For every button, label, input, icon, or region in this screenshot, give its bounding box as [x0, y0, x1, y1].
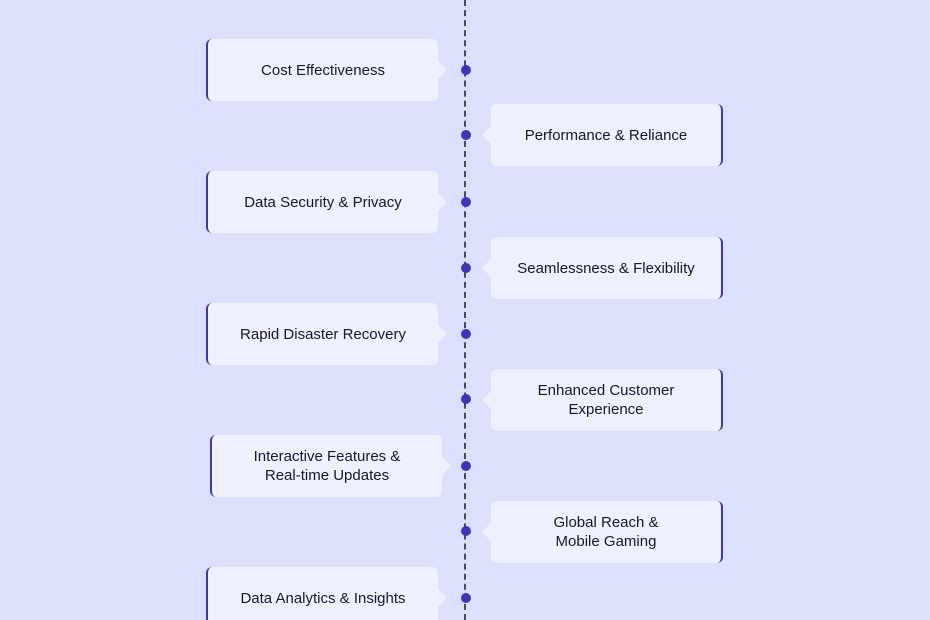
timeline-card-label: Cost Effectiveness — [261, 61, 385, 79]
timeline-card-label: Rapid Disaster Recovery — [240, 325, 406, 343]
timeline-dot-2 — [461, 130, 471, 140]
timeline-dot-8 — [461, 526, 471, 536]
timeline-card-5: Rapid Disaster Recovery — [206, 303, 447, 365]
timeline-card-label: Performance & Reliance — [524, 126, 688, 144]
timeline-dot-3 — [461, 197, 471, 207]
timeline-dot-9 — [461, 593, 471, 603]
timeline-card-3: Data Security & Privacy — [206, 171, 447, 233]
timeline-dot-1 — [461, 65, 471, 75]
timeline-card-label: Data Analytics & Insights — [240, 589, 406, 607]
timeline-dot-5 — [461, 329, 471, 339]
timeline-dot-6 — [461, 394, 471, 404]
timeline-card-8: Global Reach & Mobile Gaming — [482, 501, 723, 563]
timeline-card-7: Interactive Features & Real-time Updates — [210, 435, 451, 497]
timeline-card-4: Seamlessness & Flexibility — [482, 237, 723, 299]
timeline-card-label: Global Reach & Mobile Gaming — [553, 514, 659, 550]
timeline-axis — [464, 0, 466, 620]
timeline-card-label: Seamlessness & Flexibility — [517, 259, 695, 277]
timeline-card-6: Enhanced Customer Experience — [482, 369, 723, 431]
timeline-dot-4 — [461, 263, 471, 273]
timeline-card-label: Enhanced Customer Experience — [537, 382, 675, 418]
timeline-card-2: Performance & Reliance — [482, 104, 723, 166]
timeline-card-9: Data Analytics & Insights — [206, 567, 447, 620]
timeline-card-label: Interactive Features & Real-time Updates — [253, 448, 401, 484]
timeline-card-1: Cost Effectiveness — [206, 39, 447, 101]
timeline-card-label: Data Security & Privacy — [244, 193, 402, 211]
timeline-dot-7 — [461, 461, 471, 471]
